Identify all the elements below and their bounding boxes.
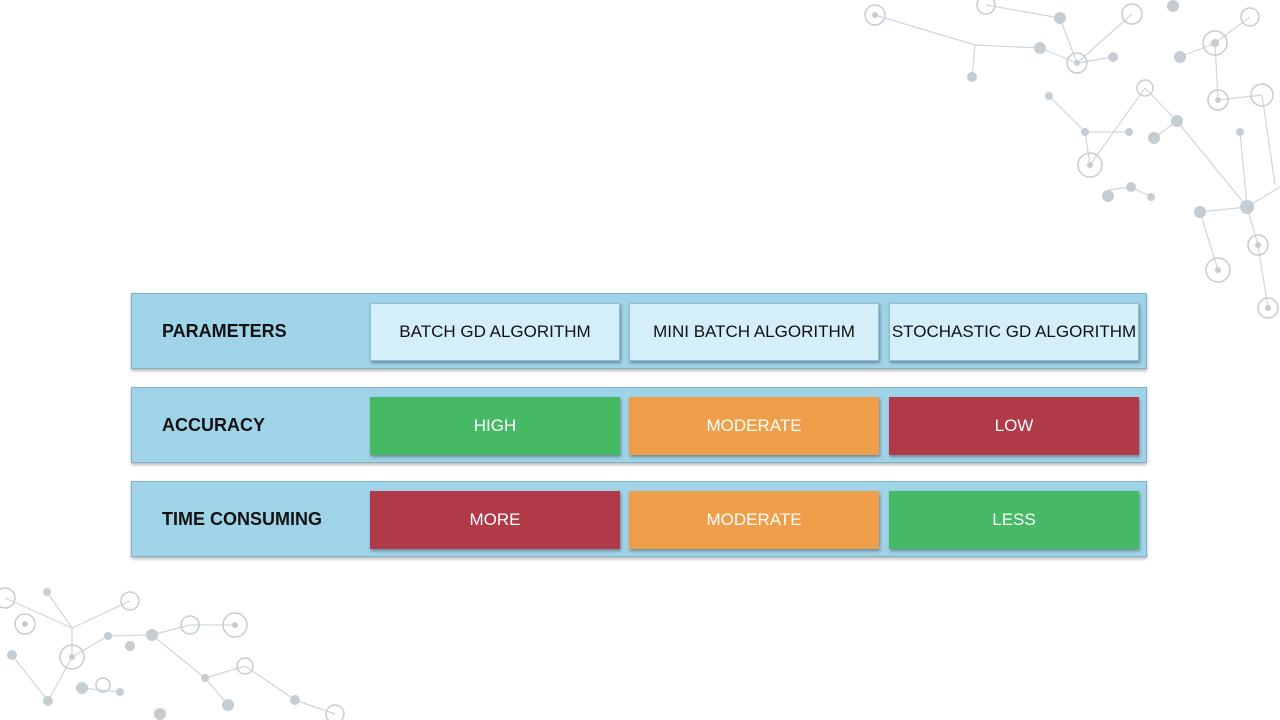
- table-row-accuracy: ACCURACY HIGH MODERATE LOW: [131, 387, 1147, 463]
- time-cell-mini-batch: MODERATE: [629, 491, 879, 549]
- accuracy-cell-stochastic-gd: LOW: [889, 397, 1139, 455]
- network-nodes-icon: [864, 0, 1280, 319]
- comparison-table: PARAMETERS BATCH GD ALGORITHM MINI BATCH…: [131, 293, 1147, 575]
- time-cell-batch-gd: MORE: [370, 491, 620, 549]
- time-cell-stochastic-gd: LESS: [889, 491, 1139, 549]
- header-cell-mini-batch: MINI BATCH ALGORITHM: [629, 303, 879, 361]
- accuracy-cell-batch-gd: HIGH: [370, 397, 620, 455]
- table-row-parameters: PARAMETERS BATCH GD ALGORITHM MINI BATCH…: [131, 293, 1147, 369]
- row-label: TIME CONSUMING: [162, 508, 322, 529]
- header-cell-stochastic-gd: STOCHASTIC GD ALGORITHM: [889, 303, 1139, 361]
- table-row-time-consuming: TIME CONSUMING MORE MODERATE LESS: [131, 481, 1147, 557]
- header-cell-batch-gd: BATCH GD ALGORITHM: [370, 303, 620, 361]
- row-label: ACCURACY: [162, 414, 265, 435]
- accuracy-cell-mini-batch: MODERATE: [629, 397, 879, 455]
- network-nodes-icon: [0, 587, 345, 720]
- row-label: PARAMETERS: [162, 320, 287, 341]
